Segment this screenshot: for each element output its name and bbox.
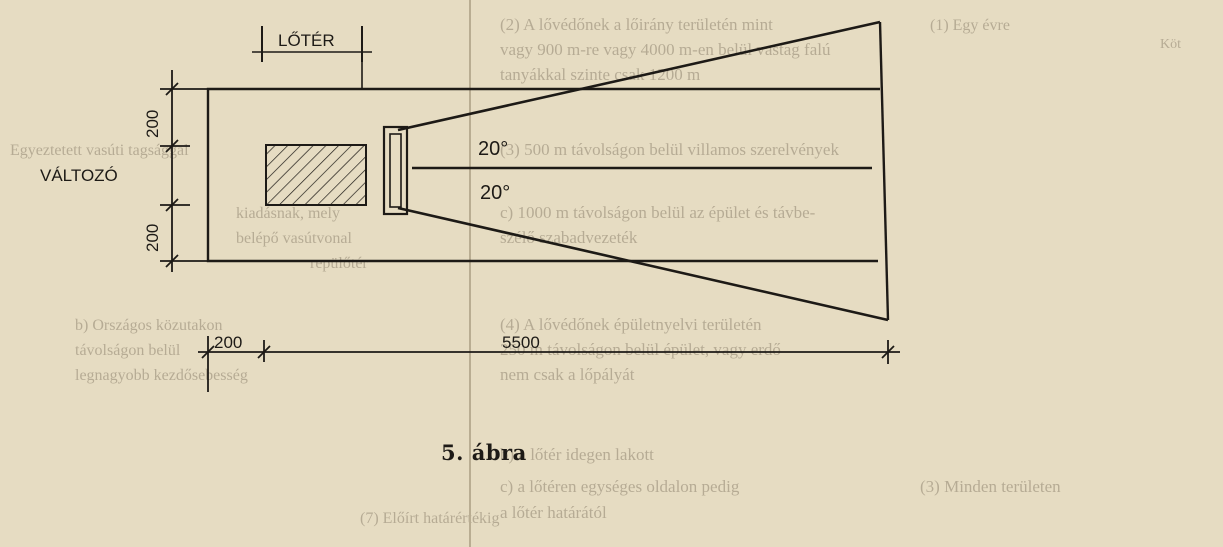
left-dim-slash: [165, 82, 179, 96]
bg-text-line: távolságon belül: [75, 342, 181, 359]
bg-text-line: legnagyobb kezdősebesség: [75, 367, 248, 384]
bg-text-line: (3) Minden területen: [920, 477, 1061, 496]
cone-far-end: [878, 21, 890, 321]
dim-200-bottom: 200: [143, 224, 162, 252]
target-frame: [382, 125, 409, 216]
cone-lower-edge: [397, 206, 889, 322]
bg-text-line: vagy 900 m-re vagy 4000 m-en belül vasta…: [500, 40, 831, 59]
left-dim-slash: [165, 254, 179, 268]
bg-text-line: a lőtér határától: [500, 503, 607, 522]
left-dim-slash: [165, 198, 179, 212]
label-loter: LŐTÉR: [278, 31, 335, 50]
dim-200-horizontal: 200: [214, 333, 242, 352]
target-frame-inner: [389, 133, 402, 208]
bg-text-line: Egyeztetett vasúti tagsággal: [10, 142, 189, 159]
bg-text-line: nem csak a lőpályát: [500, 365, 635, 384]
bg-text-line: (4) A lővédőnek épületnyelvi területén: [500, 315, 762, 334]
background-page-text: (2) A lővédőnek a lőirány területén mint…: [10, 15, 1181, 527]
bg-text-line: szélő szabadvezeték: [500, 228, 638, 247]
bg-text-line: c) 1000 m távolságon belül az épület és …: [500, 203, 816, 222]
cone-upper-edge: [397, 20, 881, 132]
bg-text-line: (2) A lővédőnek a lőirány területén mint: [500, 15, 773, 34]
bg-text-line: repülőtér: [310, 255, 368, 272]
bg-text-line: Köt: [1160, 37, 1181, 52]
bg-text-line: (7) Előírt határértékig: [360, 510, 500, 527]
firing-position-area: [265, 144, 367, 206]
label-valtozo: VÁLTOZÓ: [40, 166, 118, 185]
bg-text-line: c) a lőtéren egységes oldalon pedig: [500, 477, 740, 496]
bg-text-line: (3) 500 m távolságon belül villamos szer…: [500, 140, 839, 159]
bg-text-line: tanyákkal szinte csak 1200 m: [500, 65, 700, 84]
bottom-dim-slash: [257, 345, 271, 359]
bg-text-line: b) a lőtér idegen lakott: [500, 445, 654, 464]
angle-lower-label: 20°: [480, 182, 510, 204]
bottom-dim-slash: [201, 345, 215, 359]
dim-5500: 5500: [502, 333, 540, 352]
range-boundary: [206, 87, 880, 263]
dim-200-top: 200: [143, 110, 162, 138]
left-dim-slash: [165, 139, 179, 153]
angle-upper-label: 20°: [478, 138, 508, 160]
figure-caption: 5. ábra: [441, 440, 527, 465]
bg-text-line: b) Országos közutakon: [75, 317, 223, 334]
bg-text-line: (1) Egy évre: [930, 17, 1010, 34]
bg-text-line: 250 m távolságon belül épület, vagy erdő: [500, 340, 781, 359]
bg-text-line: belépő vasútvonal: [236, 230, 353, 247]
bottom-dim-slash: [881, 345, 895, 359]
bg-text-line: kiadásnak, mely: [236, 205, 340, 222]
